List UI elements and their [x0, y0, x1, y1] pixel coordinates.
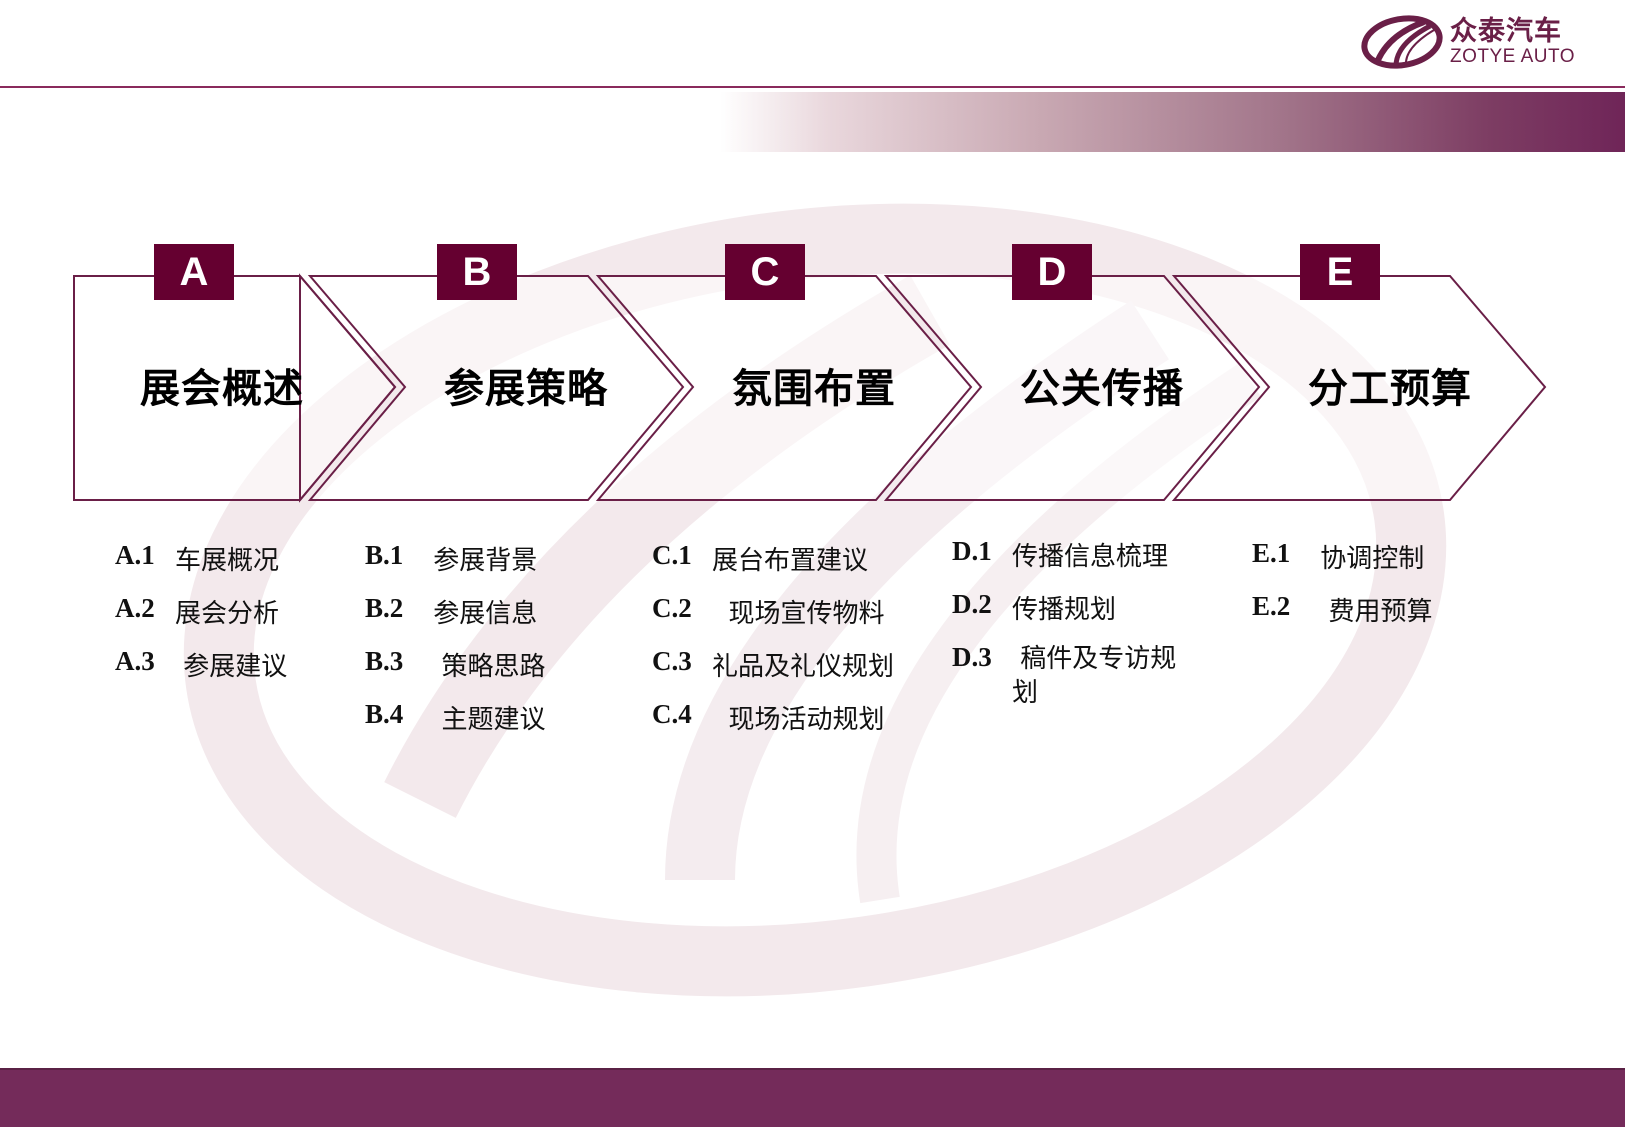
item-label: 参展背景 — [425, 546, 538, 576]
item-code: B.2 — [365, 593, 404, 623]
step-title-d: 公关传播 — [1020, 366, 1184, 412]
header-gradient-banner — [720, 92, 1625, 152]
list-item: C.3 礼品及礼仪规划 — [652, 646, 894, 699]
sub-list-b: B.1 参展背景 B.2 参展信息 B.3 策略思路 B.4 主题建议 — [365, 540, 546, 752]
item-label: 参展建议 — [175, 652, 288, 682]
item-label: 参展信息 — [425, 599, 538, 629]
item-code: B.4 — [365, 699, 404, 729]
step-badge-c: C — [725, 244, 805, 300]
list-item: E.1 协调控制 — [1252, 538, 1433, 591]
sub-list-c: C.1 展台布置建议 C.2 现场宣传物料 C.3 礼品及礼仪规划 C.4 现场活动… — [652, 540, 894, 752]
item-code: C.2 — [652, 593, 692, 623]
item-code: A.1 — [115, 540, 155, 570]
step-title-b: 参展策略 — [444, 366, 608, 412]
item-label: 展台布置建议 — [712, 546, 869, 576]
list-item: B.4 主题建议 — [365, 699, 546, 752]
list-item: A.3 参展建议 — [115, 646, 287, 699]
list-item: A.2 展会分析 — [115, 593, 287, 646]
step-badge-e: E — [1300, 244, 1380, 300]
item-code: B.1 — [365, 540, 404, 570]
zotye-logo-icon — [1361, 15, 1443, 69]
item-code: E.2 — [1252, 591, 1291, 621]
list-item: B.1 参展背景 — [365, 540, 546, 593]
item-code: C.3 — [652, 646, 692, 676]
header-rule — [0, 86, 1625, 88]
item-code: D.2 — [952, 589, 992, 619]
item-label: 协调控制 — [1312, 544, 1425, 574]
step-title-e: 分工预算 — [1308, 366, 1472, 412]
list-item: D.1 传播信息梳理 — [952, 536, 1202, 589]
item-label: 稿件及专访规划 — [1012, 644, 1177, 708]
step-title-a: 展会概述 — [140, 366, 304, 412]
brand-name-en: ZOTYE AUTO — [1450, 46, 1576, 67]
item-code: B.3 — [365, 646, 404, 676]
sub-list-e: E.1 协调控制 E.2 费用预算 — [1252, 538, 1433, 644]
item-label: 传播信息梳理 — [1012, 542, 1169, 572]
sub-list-d: D.1 传播信息梳理 D.2 传播规划 D.3 稿件及专访规划 — [952, 536, 1202, 710]
footer-band — [0, 1068, 1625, 1127]
process-chevrons — [73, 273, 1547, 503]
list-item: D.3 稿件及专访规划 — [952, 642, 1202, 710]
list-item: A.1 车展概况 — [115, 540, 287, 593]
item-label: 车展概况 — [175, 546, 280, 576]
brand-logo: 众泰汽车 ZOTYE AUTO — [1360, 12, 1610, 72]
list-item: C.1 展台布置建议 — [652, 540, 894, 593]
item-label: 主题建议 — [425, 705, 546, 735]
item-label: 策略思路 — [425, 652, 546, 682]
item-label: 现场宣传物料 — [712, 599, 885, 629]
item-label: 费用预算 — [1312, 597, 1433, 627]
chevron-d — [883, 275, 1261, 501]
item-code: E.1 — [1252, 538, 1291, 568]
list-item: C.4 现场活动规划 — [652, 699, 894, 752]
step-title-c: 氛围布置 — [732, 366, 896, 412]
item-code: C.1 — [652, 540, 692, 570]
item-code: D.1 — [952, 536, 992, 566]
chevron-e — [1171, 275, 1547, 501]
item-label: 现场活动规划 — [712, 705, 885, 735]
list-item: C.2 现场宣传物料 — [652, 593, 894, 646]
list-item: D.2 传播规划 — [952, 589, 1202, 642]
item-label: 传播规划 — [1012, 595, 1117, 625]
list-item: E.2 费用预算 — [1252, 591, 1433, 644]
list-item: B.3 策略思路 — [365, 646, 546, 699]
item-label: 礼品及礼仪规划 — [712, 652, 895, 682]
chevron-c — [595, 275, 973, 501]
step-badge-b: B — [437, 244, 517, 300]
item-code: A.3 — [115, 646, 155, 676]
step-badge-d: D — [1012, 244, 1092, 300]
list-item: B.2 参展信息 — [365, 593, 546, 646]
item-label: 展会分析 — [175, 599, 280, 629]
sub-list-a: A.1 车展概况 A.2 展会分析 A.3 参展建议 — [115, 540, 287, 699]
item-code: D.3 — [952, 642, 992, 672]
item-code: C.4 — [652, 699, 692, 729]
step-badge-a: A — [154, 244, 234, 300]
item-code: A.2 — [115, 593, 155, 623]
brand-name-cn: 众泰汽车 — [1450, 16, 1562, 47]
chevron-b — [307, 275, 685, 501]
